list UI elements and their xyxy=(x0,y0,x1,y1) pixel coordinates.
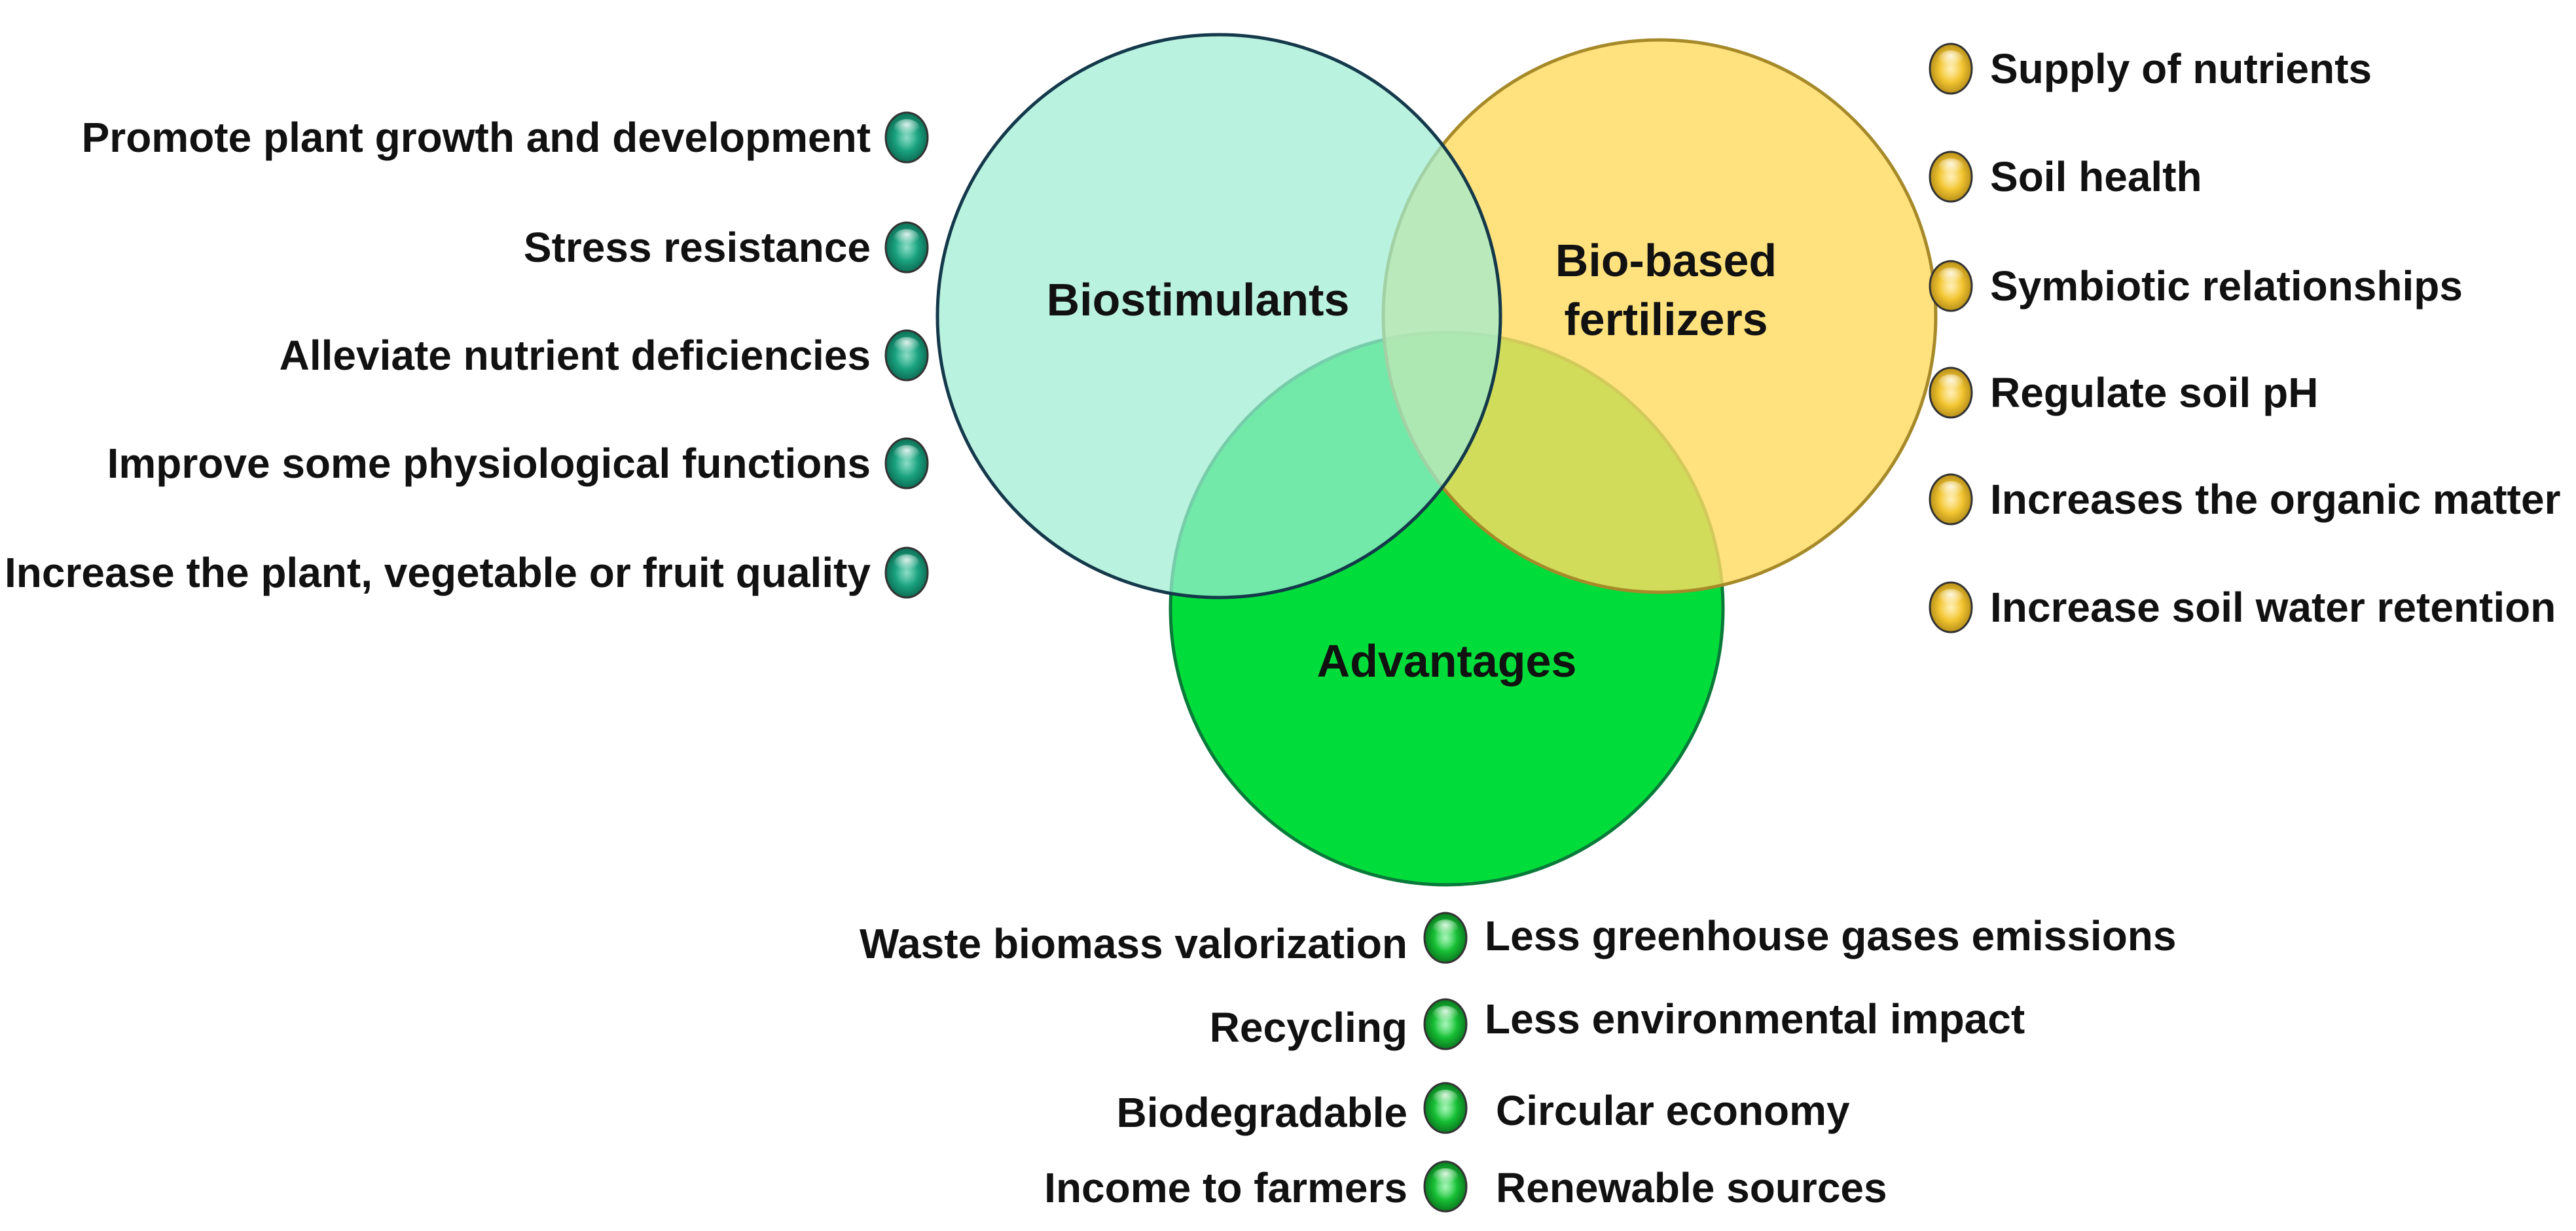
fertilizers-bullet-icon-highlight xyxy=(1938,481,1964,499)
advantages-right-item-text: Circular economy xyxy=(1496,1087,1850,1134)
fertilizers-bullet-icon-highlight xyxy=(1938,589,1964,607)
biostimulants-bullet-icon-highlight xyxy=(894,445,920,463)
advantages-bullet-icon-highlight xyxy=(1432,1168,1459,1186)
advantages-bullet-icon-highlight xyxy=(1432,919,1459,938)
advantages-left-item-text: Waste biomass valorization xyxy=(860,920,1407,967)
advantages-left-item-text: Recycling xyxy=(1210,1004,1407,1051)
fertilizers-item-text: Increases the organic matter xyxy=(1990,476,2560,523)
advantages-left-item-text: Income to farmers xyxy=(1044,1164,1407,1211)
fertilizers-item-text: Symbiotic relationships xyxy=(1990,262,2463,310)
biostimulants-item-text: Stress resistance xyxy=(524,224,871,271)
advantages-right-item-text: Less environmental impact xyxy=(1485,995,2025,1043)
advantages-bullet-icon-highlight xyxy=(1432,1006,1459,1024)
fertilizers-bullet-icon-highlight xyxy=(1938,268,1964,286)
fertilizers-item-text: Soil health xyxy=(1990,153,2202,200)
fertilizers-item-text: Regulate soil pH xyxy=(1990,369,2318,416)
biostimulants-item-text: Improve some physiological functions xyxy=(107,440,871,487)
biostimulants-item-text: Alleviate nutrient deficiencies xyxy=(280,332,871,379)
biostimulants-bullet-icon-highlight xyxy=(894,337,920,355)
biostimulants-circle xyxy=(935,33,1502,599)
fertilizers-bullet-icon-highlight xyxy=(1938,374,1964,393)
fertilizers-bullet-icon-highlight xyxy=(1938,50,1964,69)
advantages-left-item-text: Biodegradable xyxy=(1116,1089,1407,1136)
fertilizers-label-line1: Bio-based xyxy=(1555,235,1777,286)
advantages-bullet-icon-highlight xyxy=(1432,1090,1459,1108)
biostimulants-item-text: Increase the plant, vegetable or fruit q… xyxy=(5,549,871,596)
biostimulants-item-text: Promote plant growth and development xyxy=(82,114,871,161)
biostimulants-bullet-icon-highlight xyxy=(894,554,920,573)
advantages-label: Advantages xyxy=(1317,635,1577,687)
fertilizers-label-line2: fertilizers xyxy=(1564,294,1768,345)
biostimulants-label: Biostimulants xyxy=(1047,274,1350,325)
advantages-right-item-text: Less greenhouse gases emissions xyxy=(1485,912,2176,959)
biostimulants-bullet-icon-highlight xyxy=(894,119,920,137)
fertilizers-item-text: Increase soil water retention xyxy=(1990,584,2556,631)
biostimulants-bullet-icon-highlight xyxy=(894,229,920,247)
advantages-right-item-text: Renewable sources xyxy=(1496,1164,1887,1211)
fertilizers-bullet-icon-highlight xyxy=(1938,158,1964,177)
fertilizers-item-text: Supply of nutrients xyxy=(1990,45,2372,92)
bullet-lists: Promote plant growth and developmentStre… xyxy=(5,43,2560,1213)
